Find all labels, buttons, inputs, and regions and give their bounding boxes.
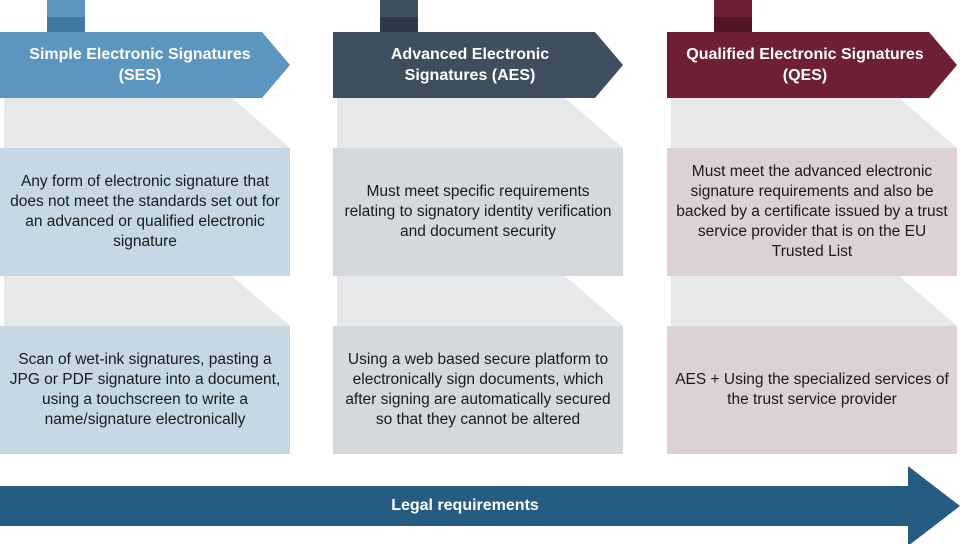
qes-definition-text: Must meet the advanced electronic signat… xyxy=(676,163,948,260)
ses-header-fold-shadow xyxy=(47,17,85,32)
aes-definition-text: Must meet specific requirements relating… xyxy=(344,183,612,240)
aes-header-fold-tab xyxy=(380,0,418,17)
qes-fold-ribbon-lower xyxy=(671,276,957,326)
qes-definition-box xyxy=(667,148,957,276)
aes-header-title: Advanced Electronic Signatures (AES) xyxy=(390,46,550,84)
aes-header-fold-shadow xyxy=(380,17,418,32)
ses-example-text: Scan of wet-ink signatures, pasting a JP… xyxy=(9,351,281,428)
aes-fold-ribbon-upper xyxy=(337,98,623,148)
legal-requirements-label: Legal requirements xyxy=(391,497,539,514)
qes-example-text: AES + Using the specialized services of … xyxy=(675,371,949,408)
qes-header-fold-tab xyxy=(714,0,752,17)
ses-definition-box xyxy=(0,148,290,276)
qes-fold-ribbon-upper xyxy=(671,98,957,148)
legal-requirements-arrow xyxy=(0,466,960,544)
ses-fold-ribbon-lower xyxy=(4,276,290,326)
aes-example-text: Using a web based secure platform to ele… xyxy=(345,351,611,428)
ses-header-fold-tab xyxy=(47,0,85,17)
qes-example-box xyxy=(667,326,957,454)
ses-fold-ribbon-upper xyxy=(4,98,290,148)
aes-header-arrow xyxy=(333,32,623,98)
qes-header-fold-shadow xyxy=(714,17,752,32)
aes-fold-ribbon-lower xyxy=(337,276,623,326)
ses-header-title: Simple Electronic Signatures (SES) xyxy=(29,46,251,84)
aes-definition-box xyxy=(333,148,623,276)
ses-definition-text: Any form of electronic signature that do… xyxy=(10,173,280,250)
aes-example-box xyxy=(333,326,623,454)
qes-header-title: Qualified Electronic Signatures (QES) xyxy=(686,46,924,84)
qes-header-arrow xyxy=(667,32,957,98)
ses-example-box xyxy=(0,326,290,454)
ses-header-arrow xyxy=(0,32,290,98)
